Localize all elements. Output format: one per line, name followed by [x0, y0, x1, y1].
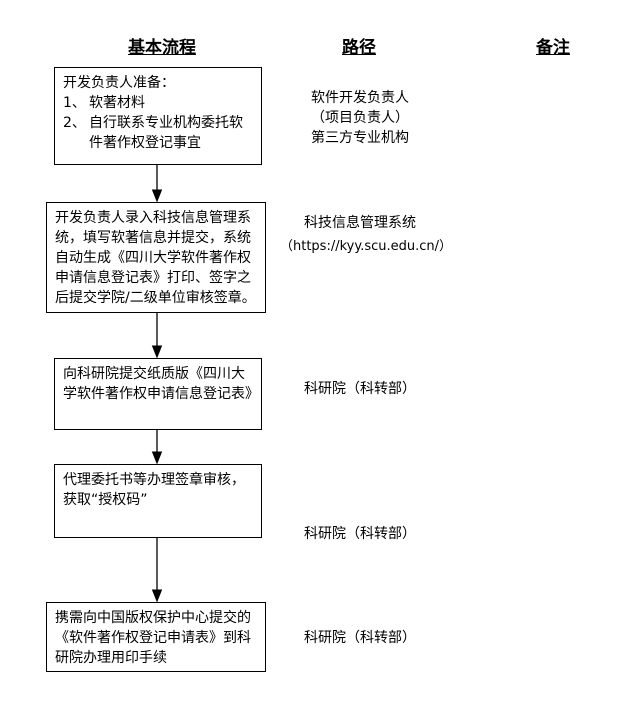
path-3: 科研院（科转部） [290, 379, 430, 399]
path-5-line-1: 科研院（科转部） [304, 630, 416, 646]
step-1-item-1-num: 1、 [63, 95, 86, 111]
step-2-text: 开发负责人录入科技信息管理系统，填写软著信息并提交，系统自动生成《四川大学软件著… [55, 210, 256, 306]
path-4: 科研院（科转部） [290, 524, 430, 544]
path-2-line-2: （https://kyy.scu.edu.cn/） [280, 239, 453, 254]
header-process: 基本流程 [128, 38, 196, 58]
path-1-line-3: 第三方专业机构 [311, 130, 409, 146]
path-3-line-1: 科研院（科转部） [304, 381, 416, 397]
step-1-item-2-num: 2、 [63, 115, 86, 131]
step-1-item-2: 2、 自行联系专业机构委托软件著作权登记事宜 [63, 113, 253, 153]
path-2-line-1: 科技信息管理系统 [304, 215, 416, 231]
step-2-box: 开发负责人录入科技信息管理系统，填写软著信息并提交，系统自动生成《四川大学软件著… [46, 202, 266, 313]
step-1-box: 开发负责人准备： 1、 软著材料 2、 自行联系专业机构委托软件著作权登记事宜 [54, 67, 262, 165]
path-4-line-1: 科研院（科转部） [304, 526, 416, 542]
path-5: 科研院（科转部） [290, 628, 430, 648]
step-3-text: 向科研院提交纸质版《四川大学软件著作权申请信息登记表》 [63, 366, 259, 402]
step-1-item-1: 1、 软著材料 [63, 93, 253, 113]
step-5-box: 携需向中国版权保护中心提交的《软件著作权登记申请表》到科研院办理用印手续 [46, 602, 266, 672]
step-5-text: 携需向中国版权保护中心提交的《软件著作权登记申请表》到科研院办理用印手续 [55, 610, 251, 666]
path-1-line-1: 软件开发负责人 [311, 90, 409, 106]
step-4-box: 代理委托书等办理签章审核，获取“授权码” [54, 464, 262, 538]
path-1-line-2: （项目负责人） [311, 110, 409, 126]
header-path: 路径 [342, 38, 376, 58]
step-4-text: 代理委托书等办理签章审核，获取“授权码” [63, 472, 245, 508]
header-notes: 备注 [536, 38, 570, 58]
step-1-item-2-text: 自行联系专业机构委托软件著作权登记事宜 [89, 115, 243, 151]
path-2: 科技信息管理系统 （https://kyy.scu.edu.cn/） [280, 213, 453, 257]
step-3-box: 向科研院提交纸质版《四川大学软件著作权申请信息登记表》 [54, 358, 262, 430]
step-1-item-1-text: 软著材料 [89, 95, 145, 111]
path-1: 软件开发负责人 （项目负责人） 第三方专业机构 [290, 88, 430, 148]
step-1-intro: 开发负责人准备： [63, 75, 175, 91]
